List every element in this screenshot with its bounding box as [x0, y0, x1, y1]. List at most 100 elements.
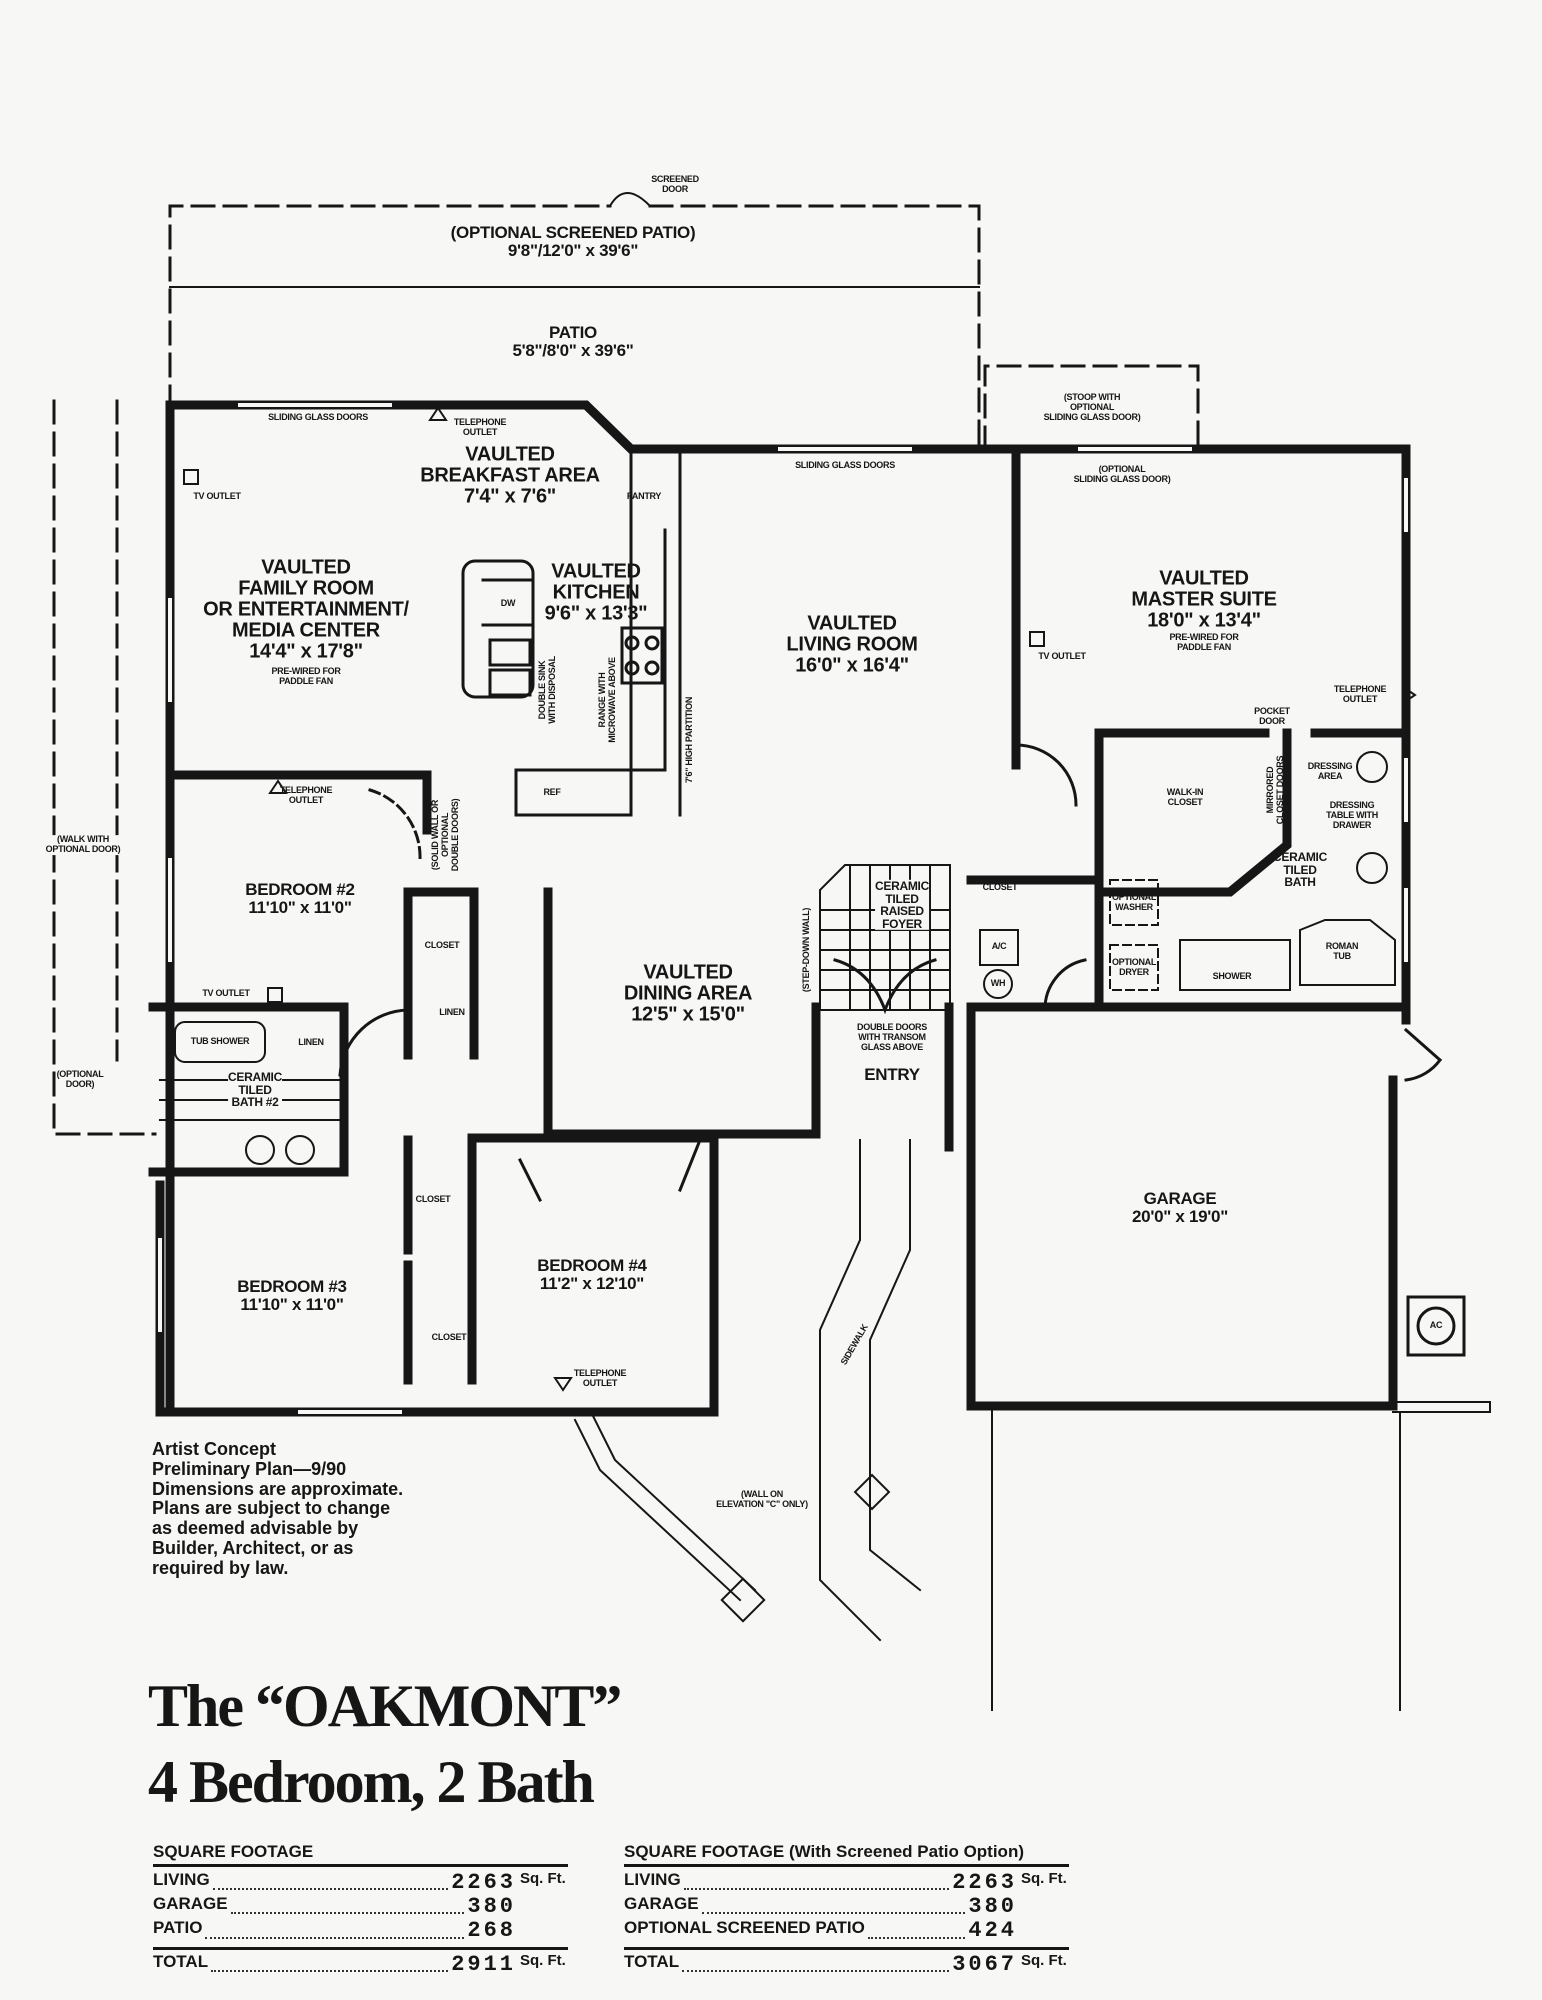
raised-foyer-label: CERAMIC TILED RAISED FOYER — [875, 878, 929, 931]
row-label: OPTIONAL SCREENED PATIO — [624, 1918, 865, 1938]
family-fan-label: PRE-WIRED FOR PADDLE FAN — [271, 666, 341, 686]
row-value: 268 — [467, 1918, 516, 1944]
patio-label: PATIO 5'8"/8'0" x 39'6" — [512, 323, 634, 360]
row-unit — [516, 1919, 568, 1943]
ac-unit-label: AC — [1429, 1320, 1443, 1331]
window-marks — [158, 403, 1408, 1414]
row-label: GARAGE — [624, 1894, 699, 1914]
refrigerator-label: REF — [543, 787, 561, 798]
tv-outlet-master-label: TV OUTLET — [1038, 651, 1086, 662]
tub-shower-label: TUB SHOWER — [190, 1036, 250, 1047]
optional-dryer-label: OPTIONAL DRYER — [1111, 957, 1157, 977]
plan-notes: Artist Concept Preliminary Plan—9/90 Dim… — [152, 1439, 404, 1578]
foyer-closet-label: CLOSET — [982, 882, 1018, 893]
telephone-outlet-bed2-label: TELEPHONE OUTLET — [279, 785, 333, 805]
master-fan-label: PRE-WIRED FOR PADDLE FAN — [1169, 632, 1239, 652]
row-label: LIVING — [153, 1870, 210, 1889]
water-heater-label: WH — [990, 978, 1006, 989]
screened-patio-label: (OPTIONAL SCREENED PATIO) 9'8"/12'0" x 3… — [450, 223, 696, 260]
kitchen-label: VAULTED KITCHEN 9'6" x 13'3" — [544, 560, 648, 625]
double-doors-label: DOUBLE DOORS WITH TRANSOM GLASS ABOVE — [857, 1022, 927, 1052]
screened-door-icon — [608, 192, 652, 208]
row-value: 2911 — [451, 1951, 516, 1977]
row-value: 2263 — [952, 1870, 1017, 1895]
bath-linen-label: LINEN — [298, 1037, 324, 1048]
master-bath-label: CERAMIC TILED BATH — [1273, 850, 1327, 890]
step-down-wall-label: (STEP-DOWN WALL) — [801, 907, 812, 993]
row-unit — [516, 1895, 568, 1919]
row-unit: Sq. Ft. — [520, 1870, 566, 1887]
pocket-door-label: POCKET DOOR — [1254, 706, 1290, 726]
dishwasher-label: DW — [500, 598, 516, 609]
row-label: GARAGE — [153, 1894, 228, 1914]
row-unit — [1017, 1919, 1069, 1943]
optional-washer-label: OPTIONAL WASHER — [1111, 892, 1157, 912]
bedroom-3-label: BEDROOM #3 11'10" x 11'0" — [237, 1277, 347, 1314]
sliding-doors-living-label: SLIDING GLASS DOORS — [795, 460, 895, 471]
row-unit: Sq. Ft. — [1021, 1870, 1067, 1887]
bedroom-4-label: BEDROOM #4 11'2" x 12'10" — [537, 1256, 647, 1293]
row-unit: Sq. Ft. — [1021, 1951, 1067, 1969]
table-heading: SQUARE FOOTAGE — [153, 1842, 568, 1867]
sidewalk — [573, 1139, 1491, 1711]
table-row: PATIO 268 — [153, 1918, 568, 1944]
double-sink-label: DOUBLE SINK WITH DISPOSAL — [537, 656, 557, 724]
row-value: 380 — [968, 1894, 1017, 1920]
master-suite-label: VAULTED MASTER SUITE 18'0" x 13'4" — [1131, 567, 1277, 632]
row-unit — [1017, 1895, 1069, 1919]
entry-label: ENTRY — [864, 1065, 920, 1085]
screened-door-label: SCREENED DOOR — [651, 174, 699, 194]
family-room-label: VAULTED FAMILY ROOM OR ENTERTAINMENT/ ME… — [203, 556, 409, 663]
pantry-label: PANTRY — [626, 491, 662, 502]
outlet-icons — [183, 406, 1417, 1392]
telephone-outlet-label: TELEPHONE OUTLET — [453, 417, 507, 437]
garage-label: GARAGE 20'0" x 19'0" — [1132, 1189, 1228, 1226]
kitchen-counters — [461, 448, 682, 817]
ac-unit — [1406, 1295, 1466, 1357]
range-label: RANGE WITH MICROWAVE ABOVE — [597, 657, 617, 743]
shower-label: SHOWER — [1212, 971, 1252, 982]
walls — [148, 400, 1411, 1417]
living-room-label: VAULTED LIVING ROOM 16'0" x 16'4" — [786, 612, 918, 677]
dressing-table-label: DRESSING TABLE WITH DRAWER — [1326, 800, 1378, 830]
plan-title: The “OAKMONT” — [148, 1673, 622, 1739]
door-swings — [338, 743, 1443, 1203]
master-bath-fixtures — [979, 751, 1396, 999]
walk-in-closet-label: WALK-IN CLOSET — [1166, 787, 1204, 807]
row-label: TOTAL — [153, 1951, 209, 1971]
bedroom-2-label: BEDROOM #2 11'10" x 11'0" — [245, 880, 355, 917]
breakfast-area-label: VAULTED BREAKFAST AREA 7'4" x 7'6" — [420, 443, 600, 508]
telephone-outlet-master-label: TELEPHONE OUTLET — [1333, 684, 1387, 704]
dining-area-label: VAULTED DINING AREA 12'5" x 15'0" — [623, 961, 753, 1026]
screened-patio-outline — [52, 204, 1200, 1136]
square-footage-screened-table: SQUARE FOOTAGE (With Screened Patio Opti… — [624, 1842, 1069, 1977]
tv-outlet-label: TV OUTLET — [193, 491, 241, 502]
stoop-label: (STOOP WITH OPTIONAL SLIDING GLASS DOOR) — [1043, 392, 1141, 422]
mirrored-doors-label: MIRRORED CLOSET DOORS — [1265, 755, 1285, 825]
row-value: 2263 — [451, 1870, 516, 1895]
row-label: PATIO — [153, 1918, 203, 1938]
wall-elevation-label: (WALL ON ELEVATION "C" ONLY) — [716, 1489, 808, 1509]
table-row: GARAGE 380 — [624, 1894, 1069, 1920]
bed3-closet-label: CLOSET — [415, 1194, 451, 1205]
tv-outlet-bed2-label: TV OUTLET — [202, 988, 250, 999]
solid-wall-label: (SOLID WALL OR OPTIONAL DOUBLE DOORS) — [430, 798, 460, 872]
optional-door-label: (OPTIONAL DOOR) — [56, 1069, 104, 1089]
ac-closet-label: A/C — [991, 941, 1007, 952]
row-value: 3067 — [952, 1951, 1017, 1977]
row-label: TOTAL — [624, 1951, 680, 1971]
bed4-closet-label: CLOSET — [431, 1332, 467, 1343]
bed2-closet-label: CLOSET — [424, 940, 460, 951]
row-label: LIVING — [624, 1870, 681, 1889]
telephone-outlet-bed4-label: TELEPHONE OUTLET — [573, 1368, 627, 1388]
partition-label: 7'6" HIGH PARTITION — [684, 696, 695, 784]
